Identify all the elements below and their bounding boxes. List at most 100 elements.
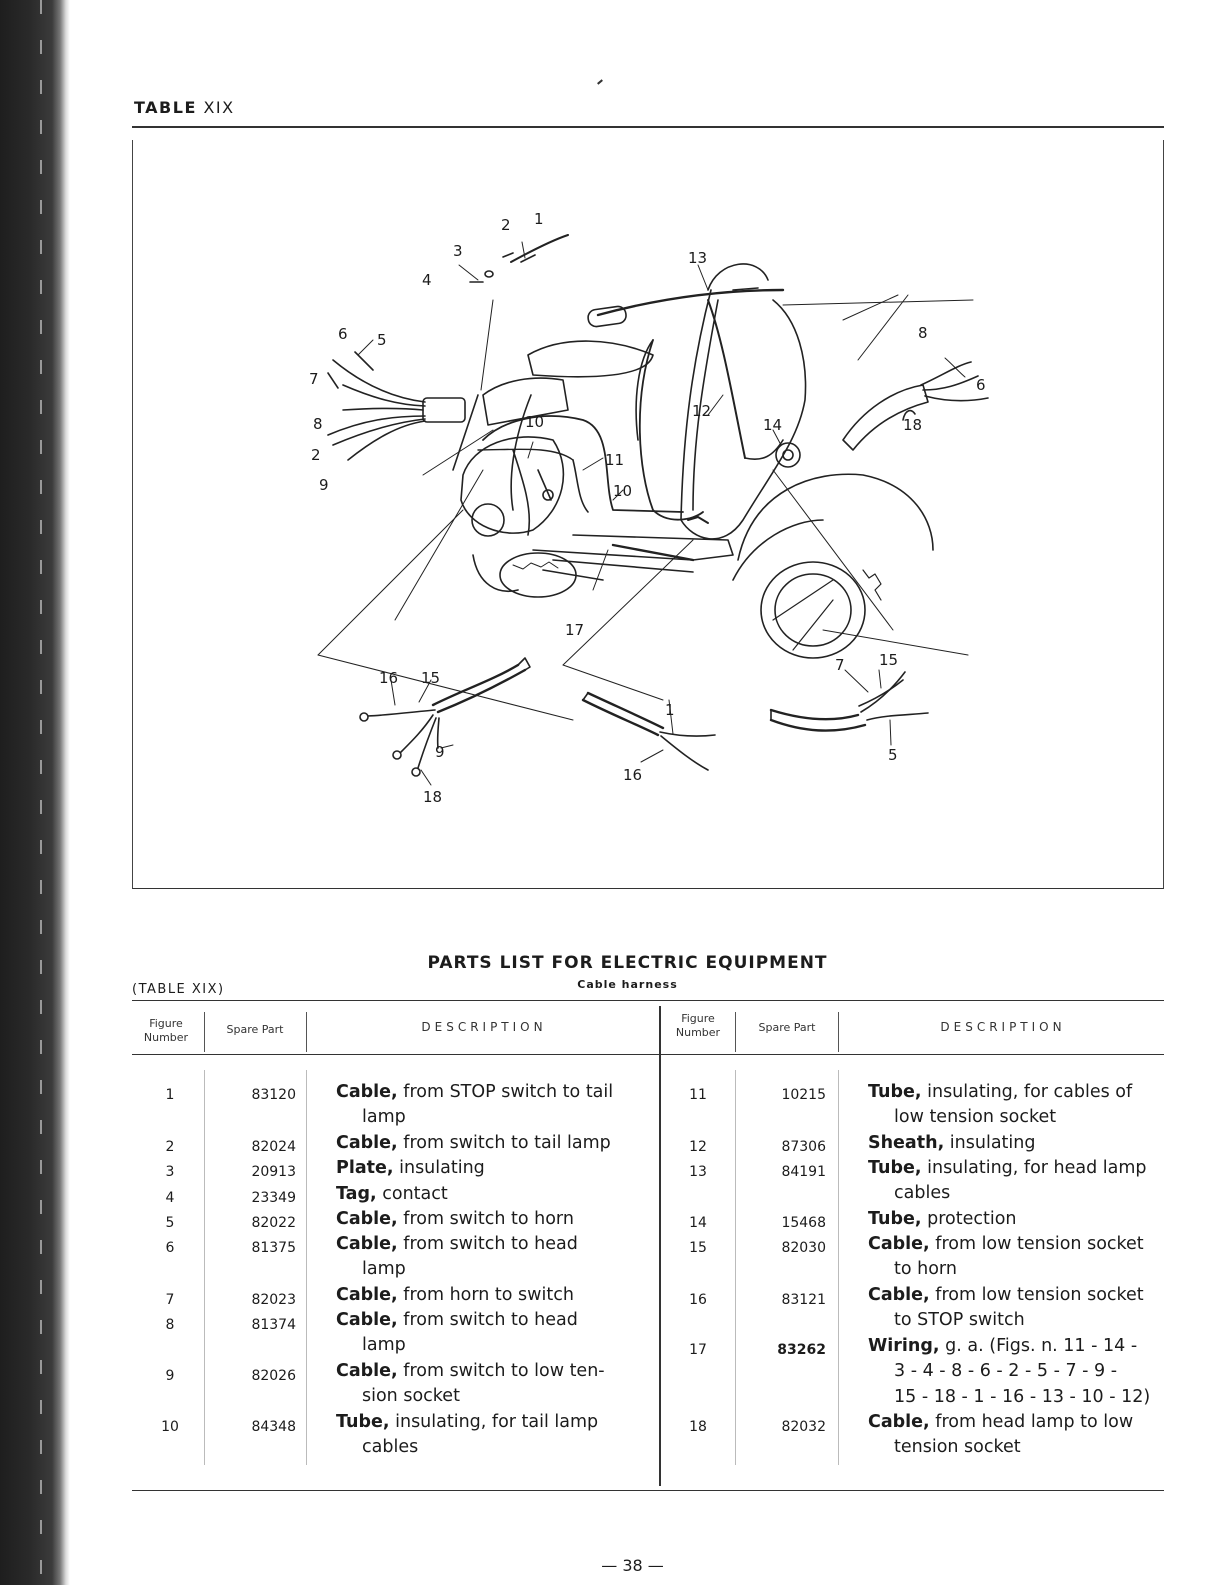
header-spare-part-right: Spare Part — [758, 1021, 816, 1034]
callout-14: 14 — [763, 416, 782, 434]
part-text-continued: 15 - 18 - 1 - 16 - 13 - 10 - 12) — [894, 1386, 1151, 1407]
page-title: TABLE XIX — [134, 98, 235, 117]
part-description: Cable, from STOP switch to tail lamp — [336, 1080, 636, 1131]
part-text: from switch to tail lamp — [403, 1133, 611, 1153]
fig-number: 16 — [689, 1292, 707, 1308]
part-keyword: Wiring, — [868, 1336, 940, 1356]
col-divider-faint — [306, 1070, 307, 1465]
title-rule — [132, 126, 1164, 128]
table-top-rule — [132, 1000, 1164, 1001]
callout-7-left: 7 — [309, 370, 319, 388]
callout-8-right: 8 — [918, 324, 928, 342]
part-text: insulating, for cables of — [927, 1082, 1133, 1102]
part-description: Cable, from horn to switch — [336, 1283, 636, 1308]
callout-11: 11 — [605, 451, 624, 469]
part-text: from low tension socket — [935, 1234, 1144, 1254]
part-keyword: Cable, — [336, 1285, 398, 1305]
part-description: Cable, from low tension socket to STOP s… — [868, 1283, 1168, 1334]
part-keyword: Cable, — [336, 1133, 398, 1153]
spare-part-number: 82032 — [781, 1419, 826, 1435]
part-text: from low tension socket — [935, 1285, 1144, 1305]
part-text: contact — [382, 1184, 448, 1204]
callout-4: 4 — [422, 271, 432, 289]
stray-mark — [597, 79, 603, 85]
part-text-continued: lamp — [362, 1259, 406, 1280]
col-divider — [306, 1012, 307, 1052]
spare-part-number: 20913 — [251, 1164, 296, 1180]
callout-5-left: 5 — [377, 331, 387, 349]
part-description: Tube, protection — [868, 1207, 1168, 1232]
part-description: Plate, insulating — [336, 1156, 636, 1181]
callout-2-top: 2 — [501, 216, 511, 234]
spare-part-number: 23349 — [251, 1190, 296, 1206]
part-keyword: Cable, — [336, 1361, 398, 1381]
callout-5-lower-right: 5 — [888, 746, 898, 764]
part-description: Cable, from switch to head lamp — [336, 1232, 636, 1283]
part-keyword: Cable, — [336, 1310, 398, 1330]
spare-part-number: 84191 — [781, 1164, 826, 1180]
header-spare-part-left: Spare Part — [226, 1023, 284, 1036]
spare-part-number: 82022 — [251, 1215, 296, 1231]
col-divider-faint — [735, 1070, 736, 1465]
spare-part-number: 83121 — [781, 1292, 826, 1308]
header-description-right: DESCRIPTION — [940, 1020, 1066, 1034]
part-keyword: Cable, — [868, 1285, 930, 1305]
center-divider — [659, 1006, 661, 1486]
fig-number: 2 — [165, 1139, 175, 1155]
spare-part-number: 82023 — [251, 1292, 296, 1308]
part-description: Cable, from switch to low ten- sion sock… — [336, 1359, 636, 1410]
fig-number: 6 — [165, 1240, 175, 1256]
part-keyword: Cable, — [868, 1234, 930, 1254]
part-text: insulating — [399, 1158, 485, 1178]
spare-part-number: 82030 — [781, 1240, 826, 1256]
part-keyword: Tube, — [336, 1412, 390, 1432]
header-figure-line2: Number — [143, 1031, 189, 1044]
part-text-continued: to STOP switch — [894, 1310, 1025, 1331]
part-text-continued: cables — [362, 1437, 419, 1458]
part-description: Cable, from low tension socket to horn — [868, 1232, 1168, 1283]
part-keyword: Plate, — [336, 1158, 394, 1178]
spare-part-number: 83262 — [777, 1342, 826, 1358]
part-keyword: Cable, — [868, 1412, 930, 1432]
callout-9-left: 9 — [319, 476, 329, 494]
callout-16-lower: 16 — [623, 766, 642, 784]
spare-part-number: 84348 — [251, 1419, 296, 1435]
callout-13: 13 — [688, 249, 707, 267]
part-description: Tube, insulating, for head lamp cables — [868, 1156, 1168, 1207]
spare-part-number: 83120 — [251, 1087, 296, 1103]
part-description: Cable, from head lamp to low tension soc… — [868, 1410, 1168, 1461]
part-description: Wiring, g. a. (Figs. n. 11 - 14 - 3 - 4 … — [868, 1334, 1168, 1410]
part-text-continued: low tension socket — [894, 1107, 1057, 1128]
fig-number: 14 — [689, 1215, 707, 1231]
callout-12: 12 — [692, 402, 711, 420]
spare-part-number: 87306 — [781, 1139, 826, 1155]
part-text: from STOP switch to tail — [403, 1082, 614, 1102]
part-text: insulating, for tail lamp — [395, 1412, 599, 1432]
part-description: Cable, from switch to horn — [336, 1207, 636, 1232]
fig-number: 12 — [689, 1139, 707, 1155]
spare-part-number: 15468 — [781, 1215, 826, 1231]
spare-part-number: 81374 — [251, 1317, 296, 1333]
part-keyword: Cable, — [336, 1234, 398, 1254]
part-text: from switch to low ten- — [403, 1361, 605, 1381]
part-keyword: Tube, — [868, 1209, 922, 1229]
part-text: from switch to head — [403, 1310, 578, 1330]
table-reference: (TABLE XIX) — [132, 982, 225, 997]
part-text-continued: lamp — [362, 1335, 406, 1356]
header-figure-line1: Figure — [149, 1017, 183, 1030]
fig-number: 5 — [165, 1215, 175, 1231]
callout-3: 3 — [453, 242, 463, 260]
callout-18-lower-left: 18 — [423, 788, 442, 806]
part-text-continued: sion socket — [362, 1386, 460, 1407]
spare-part-number: 82026 — [251, 1368, 296, 1384]
diagram-drawing: 2 1 3 4 6 5 7 8 2 9 10 11 10 12 13 14 8 … — [309, 210, 989, 806]
col-divider-faint — [204, 1070, 205, 1465]
page-number: — 38 — — [601, 1556, 664, 1575]
spare-part-number: 82024 — [251, 1139, 296, 1155]
fig-number: 15 — [689, 1240, 707, 1256]
fig-number: 1 — [165, 1087, 175, 1103]
part-text: g. a. (Figs. n. 11 - 14 - — [945, 1336, 1138, 1356]
col-divider — [204, 1012, 205, 1052]
header-description-left: DESCRIPTION — [421, 1020, 547, 1034]
part-text: from horn to switch — [403, 1285, 574, 1305]
